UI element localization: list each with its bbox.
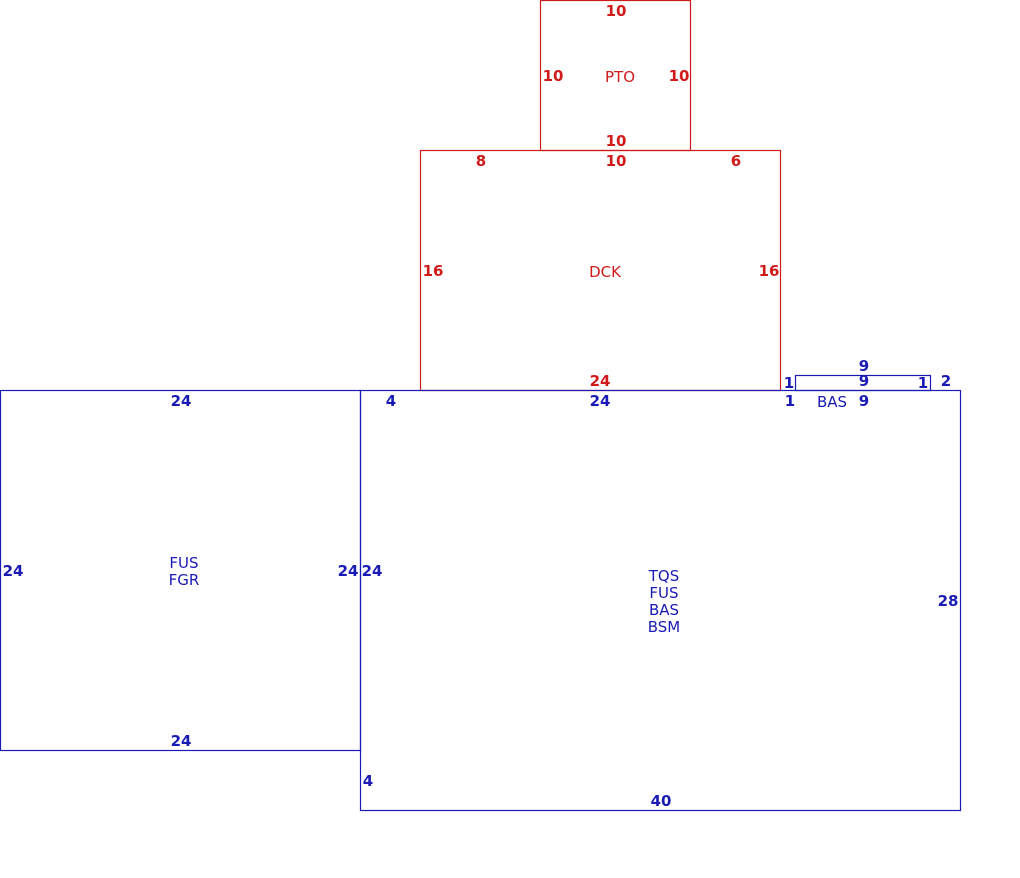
bas-bump-inner-top-dim: 9 xyxy=(859,372,869,390)
bas-bump-left-dim: 1 xyxy=(784,374,794,392)
main-top-dim: 24 xyxy=(590,392,611,410)
main-right-dim: 28 xyxy=(938,592,959,610)
deck-area: 8 10 6 16 16 24 DCK xyxy=(419,149,782,392)
deck-left-dim: 16 xyxy=(423,262,444,280)
main-code-4: BSM xyxy=(648,618,681,636)
fus-fgr-right-dim: 24 xyxy=(338,562,359,580)
main-left-dim: 24 xyxy=(362,562,383,580)
main-top-right-offset-dim: 1 xyxy=(785,392,795,410)
main-code-1: TQS xyxy=(648,567,680,585)
bas-bump-area: 9 9 9 1 1 2 BAS xyxy=(784,357,951,411)
main-top-offset-dim: 4 xyxy=(386,392,396,410)
bas-bump-top-dim: 9 xyxy=(859,357,869,375)
bas-bump-side-dim: 2 xyxy=(941,372,951,390)
main-outline xyxy=(359,389,962,812)
pto-top-dim: 10 xyxy=(606,2,627,20)
main-code-3: BAS xyxy=(649,601,679,619)
bas-bump-right-dim: 1 xyxy=(918,374,928,392)
deck-top-left-dim: 8 xyxy=(476,152,486,170)
deck-right-dim: 16 xyxy=(759,262,780,280)
pto-area: 10 10 10 10 PTO xyxy=(539,0,692,152)
fus-fgr-top-dim: 24 xyxy=(171,392,192,410)
fus-fgr-code-1: FUS xyxy=(169,554,198,572)
bas-bump-bottom-dim: 9 xyxy=(859,392,869,410)
fus-fgr-area: 24 24 24 24 FUS FGR xyxy=(0,389,362,752)
main-code-2: FUS xyxy=(649,584,678,602)
fus-fgr-left-dim: 24 xyxy=(3,562,24,580)
main-bottom-left-offset-dim: 4 xyxy=(363,772,373,790)
deck-top-mid-dim: 10 xyxy=(606,152,627,170)
deck-code: DCK xyxy=(589,263,622,281)
deck-bottom-dim: 24 xyxy=(590,372,611,390)
pto-left-dim: 10 xyxy=(543,67,564,85)
bas-bump-outline xyxy=(794,374,932,392)
main-area: 4 24 1 24 28 40 4 TQS FUS BAS BSM xyxy=(359,389,962,812)
pto-right-dim: 10 xyxy=(669,67,690,85)
fus-fgr-bottom-dim: 24 xyxy=(171,732,192,750)
pto-code: PTO xyxy=(605,68,635,86)
fus-fgr-code-2: FGR xyxy=(169,571,200,589)
deck-top-right-dim: 6 xyxy=(731,152,741,170)
pto-bottom-dim: 10 xyxy=(606,132,627,150)
main-bottom-dim: 40 xyxy=(651,792,672,810)
bas-bump-code: BAS xyxy=(817,393,847,411)
